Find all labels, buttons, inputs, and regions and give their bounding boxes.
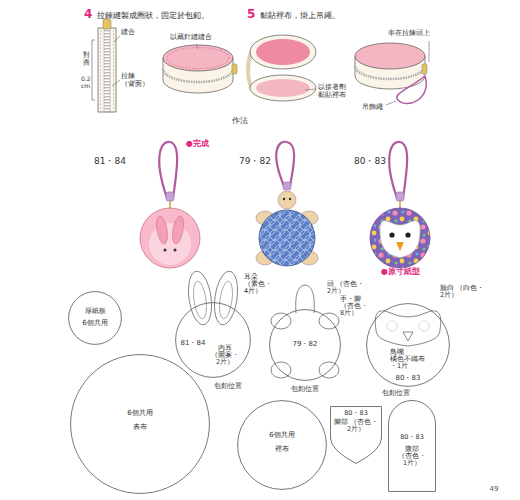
pattern-piece: 80・83 腳部 （杏色・2片） xyxy=(330,406,382,464)
node-text: 6個共用 xyxy=(82,320,107,328)
callout-text: 串在拉鍊頭上 xyxy=(388,30,430,38)
outline-shape xyxy=(176,303,251,378)
outline-shape xyxy=(69,292,122,345)
node-text: 6個共用 xyxy=(127,410,152,418)
pattern-circle: 6個共用表布 xyxy=(70,354,210,494)
item-number: 80・83 xyxy=(354,157,386,167)
node-text: 80・83 xyxy=(344,410,368,417)
piece-label: 耳朵 （素色・4片） xyxy=(244,274,288,295)
pattern-piece: 80・83 腹部 （杏色・1片） xyxy=(388,400,436,492)
callout-text: 縫合 xyxy=(121,29,135,37)
outline-shape xyxy=(367,304,450,387)
position-mark: 包釦位置 xyxy=(291,386,319,393)
step-number: 4 xyxy=(84,8,92,21)
pattern-circle: 厚紙板 6個共用 xyxy=(68,291,122,345)
piece-label: 臉白 （白色・2片） xyxy=(440,285,488,299)
node-text: 腹部 （杏色・1片） xyxy=(390,446,434,467)
pattern-circle: 6個共用裡布 xyxy=(237,400,327,490)
section-heading: 作法 xyxy=(232,117,248,126)
outline-shape xyxy=(270,310,341,381)
callout-text: 以接著劑 黏貼裡布 xyxy=(318,84,350,99)
position-mark: 包釦位置 xyxy=(214,383,242,390)
pattern-circle: 80・83 xyxy=(366,303,450,387)
pattern-circle: 81・84內耳 （圖案・2片） xyxy=(175,302,251,378)
step-heading: 黏貼裡布，掛上吊繩。 xyxy=(260,12,340,20)
page-number: 49 xyxy=(490,486,499,494)
node-text: 80・83 xyxy=(400,434,424,441)
outline-shape xyxy=(331,407,382,464)
node-text: 79・82 xyxy=(293,341,318,349)
item-number: 81・84 xyxy=(94,157,126,167)
piece-label: 手・腳 （杏色・8片） xyxy=(340,296,382,317)
node-text: 裡布 xyxy=(275,446,289,454)
finished-tag: ●完成 xyxy=(186,140,209,149)
piece-label: 頭 （杏色・2片） xyxy=(327,281,371,295)
section-heading: ●原寸紙型 xyxy=(381,268,420,277)
outline-shape xyxy=(238,401,327,490)
position-mark: 包釦位置 xyxy=(382,390,410,397)
piece-label: 鳥嘴 橘色不織布 ・1片 xyxy=(390,349,426,370)
node-text: 厚紙板 xyxy=(85,308,106,316)
outline-shape xyxy=(389,401,436,492)
node-text: 內耳 （圖案・2片） xyxy=(205,345,245,366)
callout-text: 吊飾繩 xyxy=(362,104,383,112)
node-outline xyxy=(237,400,327,490)
item-number: 79・82 xyxy=(239,157,271,167)
node-text: 80・83 xyxy=(396,375,421,383)
node-text: 6個共用 xyxy=(269,432,294,440)
outline-shape xyxy=(71,355,210,494)
node-text: 81・84 xyxy=(181,340,206,348)
step-number: 5 xyxy=(247,8,255,21)
callout-text: 拉鍊（背面） xyxy=(121,73,153,88)
dimension: 0.2 cm xyxy=(81,76,93,89)
node-text: 表布 xyxy=(133,424,147,432)
pattern-circle: 79・82 xyxy=(269,309,341,381)
node-outline xyxy=(68,291,122,345)
callout-text: 對齊 xyxy=(83,52,90,67)
node-text: 腳部 （杏色・2片） xyxy=(333,419,379,433)
callout-text: 以藏針縫縫合 xyxy=(170,34,212,42)
step-heading: 拉鍊縫製成圈狀，固定於包釦。 xyxy=(97,12,209,20)
